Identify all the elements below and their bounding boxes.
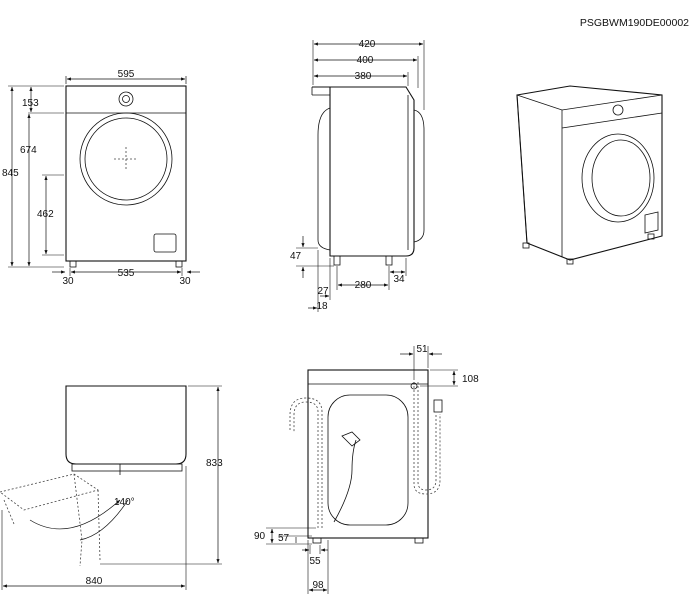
door-outer-ring — [79, 112, 173, 206]
front-cabinet — [65, 85, 187, 262]
top-view: 140° 833 840 — [0, 385, 223, 590]
dim-foot-inset-left: 30 — [62, 276, 74, 287]
power-cord — [333, 439, 357, 523]
side-rear-bulge — [413, 109, 425, 243]
dim-side-foot-span: 280 — [355, 280, 372, 291]
dim-overall-height: 833 — [206, 458, 223, 469]
dim-width: 595 — [118, 69, 135, 80]
dim-foot-offset: 55 — [309, 556, 321, 567]
dim-foot-rear: 34 — [393, 274, 405, 285]
dim-foot-inset-right: 30 — [179, 276, 191, 287]
front-view: 595 845 153 674 462 30 535 30 — [2, 69, 200, 287]
iso-detergent-flap — [644, 211, 659, 234]
detergent-flap — [153, 233, 177, 253]
iso-knob-icon — [612, 104, 624, 116]
dim-drain-offset: 57 — [278, 533, 290, 544]
rear-view: 51 108 90 57 55 98 — [254, 344, 479, 594]
side-door-profile — [317, 107, 331, 251]
dim-front-offset: 18 — [316, 301, 328, 312]
dim-door-angle: 140° — [114, 497, 135, 508]
dim-foot-height: 47 — [290, 251, 302, 262]
front-foot-right — [175, 260, 183, 268]
dim-width-bottom: 98 — [312, 580, 324, 591]
inlet-hose — [413, 382, 441, 495]
program-knob-icon — [118, 91, 134, 107]
side-view: 420 400 380 47 280 27 34 18 — [290, 39, 425, 312]
dim-top-to-door-bottom: 674 — [20, 145, 37, 156]
open-door-outline — [0, 473, 99, 511]
reference-code: PSGBWM190DE00002 — [580, 17, 689, 29]
dim-hose-inlet-top: 108 — [462, 374, 479, 385]
dim-foot-front: 27 — [317, 286, 329, 297]
iso-panel-line — [561, 112, 663, 129]
iso-door-outer — [581, 133, 655, 223]
dim-foot-span: 535 — [118, 268, 135, 279]
dim-top-to-knob: 153 — [22, 98, 39, 109]
top-cabinet — [65, 385, 187, 465]
drain-hose — [293, 401, 319, 528]
dim-depth-door-open: 840 — [86, 576, 103, 587]
side-foot-front — [333, 255, 341, 266]
dim-depth-mid: 400 — [357, 55, 374, 66]
power-plug-icon — [341, 431, 361, 447]
inlet-connector-icon — [433, 399, 443, 413]
isometric-view — [516, 85, 663, 265]
dim-depth-total: 420 — [359, 39, 376, 50]
front-foot-left — [69, 260, 77, 268]
iso-door-inner — [591, 139, 651, 217]
dim-depth-body: 380 — [355, 71, 372, 82]
side-cabinet — [312, 86, 415, 257]
door-inner-ring — [84, 117, 168, 201]
dim-door-bottom-height: 462 — [37, 209, 54, 220]
side-foot-rear — [385, 255, 393, 266]
rear-panel — [327, 394, 409, 526]
dim-height: 845 — [2, 168, 19, 179]
dim-drain-height: 90 — [254, 531, 266, 542]
dim-hose-inlet-offset: 51 — [416, 344, 428, 355]
door-angle-arc — [29, 499, 121, 530]
